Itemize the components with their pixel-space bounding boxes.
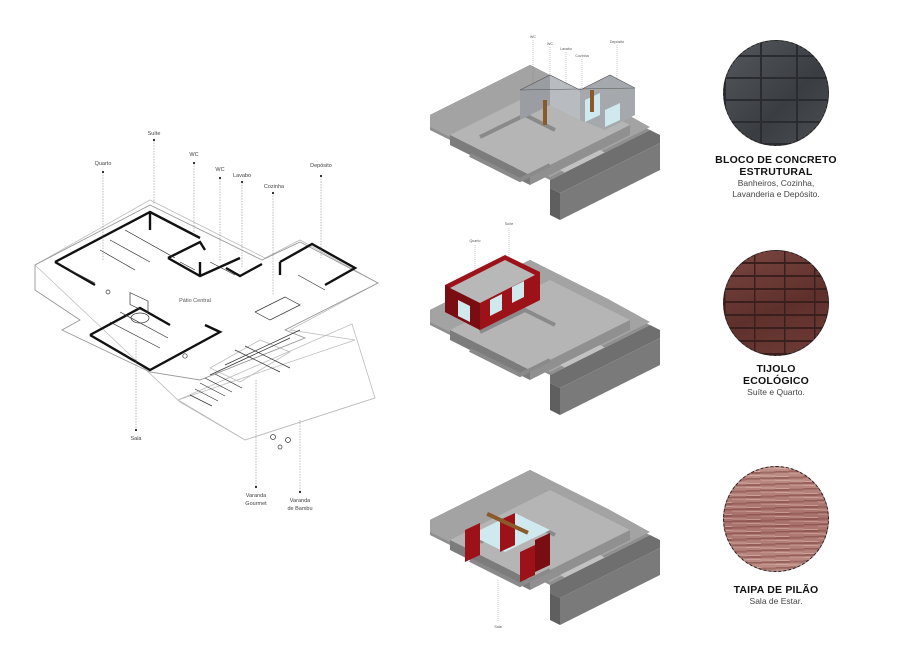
plan-leader-dots bbox=[101, 138, 323, 494]
brick-title-1: TIJOLO bbox=[756, 363, 796, 375]
concrete-block-swatch bbox=[723, 40, 829, 146]
iso3-label-sala: Sala bbox=[494, 625, 501, 629]
plan-interior bbox=[69, 229, 326, 450]
iso-model-blocks: WC WC Lavabo Cozinha Depósito bbox=[428, 35, 662, 222]
label-wc-1: WC bbox=[189, 152, 198, 158]
caption-brick: TIJOLO ECOLÓGICO Suíte e Quarto. bbox=[706, 363, 846, 398]
rammed-earth-swatch bbox=[723, 466, 829, 572]
concrete-block-walls bbox=[519, 74, 636, 130]
plan-site-outline bbox=[34, 199, 379, 441]
label-varanda-bambu-2: de Bambu bbox=[287, 506, 312, 512]
iso-model-rammed-earth: Sala bbox=[428, 468, 662, 629]
plan-leaders bbox=[102, 140, 322, 492]
brick-walls bbox=[445, 255, 540, 330]
rammed-earth-title-1: TAIPA DE PILÃO bbox=[733, 584, 819, 596]
brick-desc-1: Suíte e Quarto. bbox=[747, 387, 805, 397]
label-sala: Sala bbox=[130, 436, 142, 442]
caption-rammed-earth: TAIPA DE PILÃO Sala de Estar. bbox=[706, 584, 846, 607]
iso1-label-cozinha: Cozinha bbox=[575, 54, 588, 58]
label-deposito: Depósito bbox=[310, 163, 332, 169]
iso2-label-quarto: Quarto bbox=[470, 239, 481, 243]
iso2-label-suite: Suíte bbox=[505, 222, 513, 226]
concrete-title-2: ESTRUTURAL bbox=[739, 166, 813, 178]
caption-concrete: BLOCO DE CONCRETO ESTRUTURAL Banheiros, … bbox=[706, 154, 846, 200]
iso-model-bricks: Quarto Suíte bbox=[428, 222, 662, 417]
brick-title-2: ECOLÓGICO bbox=[743, 375, 809, 387]
plan-walls bbox=[54, 210, 358, 372]
concrete-title-1: BLOCO DE CONCRETO bbox=[715, 154, 837, 166]
label-cozinha: Cozinha bbox=[264, 184, 285, 190]
iso1-label-lavabo: Lavabo bbox=[560, 47, 572, 51]
concrete-desc-2: Lavanderia e Depósito. bbox=[732, 189, 820, 199]
plan-main-outline bbox=[34, 204, 379, 381]
iso1-label-wc-2: WC bbox=[547, 42, 553, 46]
rammed-earth-desc-1: Sala de Estar. bbox=[749, 596, 803, 606]
rammed-earth-walls bbox=[465, 512, 550, 582]
label-suite: Suíte bbox=[148, 131, 161, 137]
label-quarto: Quarto bbox=[95, 161, 112, 167]
label-varanda-bambu-1: Varanda bbox=[290, 498, 311, 504]
label-varanda-gourmet-2: Gourmet bbox=[245, 501, 267, 507]
concrete-desc-1: Banheiros, Cozinha, bbox=[737, 178, 815, 188]
label-lavabo: Lavabo bbox=[233, 173, 251, 179]
iso1-label-wc-1: WC bbox=[530, 35, 536, 39]
label-patio-central: Pátio Central bbox=[179, 298, 211, 304]
iso1-label-deposito: Depósito bbox=[610, 40, 624, 44]
brick-swatch bbox=[723, 250, 829, 356]
label-wc-2: WC bbox=[215, 167, 224, 173]
label-varanda-gourmet-1: Varanda bbox=[246, 493, 267, 499]
